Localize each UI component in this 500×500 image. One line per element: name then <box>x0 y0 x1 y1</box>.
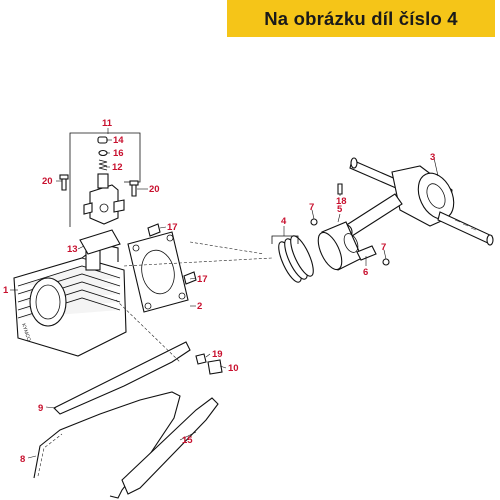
label-part-1: 1 <box>3 285 9 296</box>
chain-guide-upper <box>53 341 223 415</box>
piston-assembly <box>271 183 390 283</box>
label-part-4: 4 <box>281 216 287 227</box>
cylinder-brand-text: KYMCO <box>20 323 31 342</box>
label-part-20-left: 20 <box>42 176 53 187</box>
label-part-9: 9 <box>38 403 43 414</box>
label-part-2: 2 <box>197 301 202 312</box>
piston-pin <box>356 245 377 261</box>
label-part-7-right: 7 <box>381 242 386 253</box>
cam-chain <box>33 391 181 499</box>
label-part-19: 19 <box>212 349 223 360</box>
label-part-15: 15 <box>182 435 193 446</box>
label-part-11: 11 <box>102 118 113 129</box>
tensioner-bolt-left <box>61 177 67 191</box>
tensioner-neck <box>97 173 109 189</box>
leader-lines <box>10 128 439 459</box>
part-labels: 1 2 3 4 5 6 7 7 8 9 10 11 12 13 14 15 16… <box>3 118 435 465</box>
label-part-3: 3 <box>430 152 435 163</box>
label-part-7-left: 7 <box>309 202 314 213</box>
tensioner-spring <box>98 159 108 171</box>
tensioner-bolt-right <box>131 183 137 197</box>
label-part-18: 18 <box>336 196 347 207</box>
chain-guide-lower <box>121 397 219 495</box>
head-gasket <box>127 223 197 313</box>
pin-clip-right <box>382 258 390 266</box>
label-part-8: 8 <box>20 454 25 465</box>
label-part-10: 10 <box>228 363 239 374</box>
label-part-20-right: 20 <box>149 184 160 195</box>
label-part-13: 13 <box>67 244 78 255</box>
label-part-6: 6 <box>363 267 368 278</box>
label-part-5: 5 <box>337 204 343 215</box>
connecting-rod <box>344 193 403 237</box>
label-part-16: 16 <box>113 148 124 159</box>
banner-text: Na obrázku díl číslo 4 <box>264 7 458 29</box>
label-part-14: 14 <box>113 135 124 146</box>
cylinder-block: KYMCO <box>13 229 127 357</box>
label-part-17-top: 17 <box>167 222 178 233</box>
part-highlight-banner: Na obrázku díl číslo 4 <box>227 0 495 37</box>
label-part-17-bottom: 17 <box>197 274 208 285</box>
tensioner-cap-bolt <box>97 136 108 144</box>
tensioner-body <box>89 184 119 225</box>
crankshaft <box>339 157 494 246</box>
tensioner-group <box>59 132 141 227</box>
label-part-12: 12 <box>112 162 123 173</box>
pin-clip-left <box>310 218 318 226</box>
tensioner-washer <box>98 149 108 157</box>
